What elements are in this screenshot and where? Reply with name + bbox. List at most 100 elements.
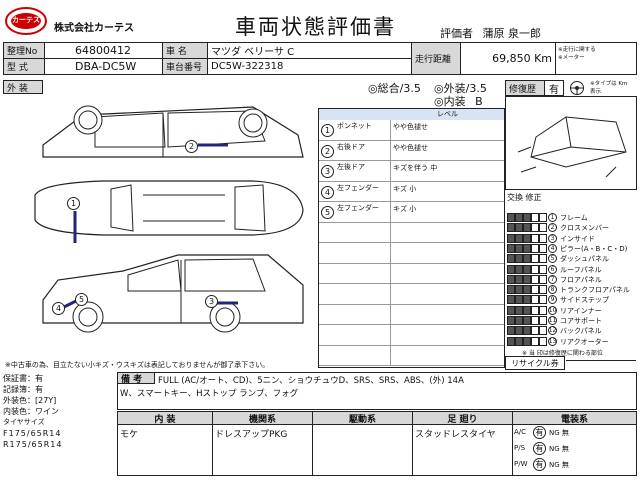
frame-check-box (523, 316, 531, 325)
damage-col-line (390, 304, 391, 325)
frame-check-box (507, 223, 515, 233)
record-line: 記録簿：有 (3, 385, 43, 394)
damage-row-line (319, 283, 504, 284)
steering-icon (569, 80, 585, 99)
damage-row-number: 2 (321, 144, 334, 158)
frame-check-box (515, 285, 523, 295)
frame-check-box (515, 254, 523, 264)
remarks-label: 備 考 (117, 372, 155, 384)
frame-check-box (507, 243, 515, 253)
frame-item-label: トランクフロアパネル (560, 286, 630, 295)
frame-item-label: リアインナー (560, 306, 602, 315)
score-total: ◎総合/3.5 (368, 82, 421, 95)
bottom-v-drive (312, 424, 413, 476)
frame-check-box (507, 316, 515, 325)
evaluator-name: 蒲原 泉一郎 (482, 27, 542, 40)
frame-item-marker: 3 (548, 233, 557, 243)
bottom-v-engine: ドレスアップPKG (212, 424, 313, 476)
company-name: 株式会社カーテス (54, 23, 134, 34)
frame-check-box (507, 285, 515, 295)
frame-check-box (507, 274, 515, 284)
type-note-c: ※タイプは Km (590, 81, 628, 87)
score-ext-label: ◎外装 (434, 82, 466, 95)
frame-check-box (507, 213, 515, 222)
electric-row-label: P/W (514, 460, 528, 468)
damage-row-line (319, 303, 504, 305)
remarks-box (117, 372, 637, 410)
repair-label: 修復歴 (505, 80, 545, 96)
frame-item-label: ダッシュパネル (560, 255, 609, 264)
repair-value: 有 (544, 80, 564, 96)
marker-1: 1 (67, 197, 80, 210)
tire-label: タイヤサイズ (3, 418, 45, 426)
frame-item-label: サイドステップ (560, 296, 609, 305)
damage-row-part: ボンネット (337, 122, 372, 130)
logo-text: カーテス (12, 16, 40, 24)
frame-item-label: フロアパネル (560, 275, 602, 284)
frame-item-marker: 11 (548, 316, 557, 325)
frame-item-marker: 10 (548, 305, 557, 315)
model-value: DBA-DC5W (44, 58, 163, 75)
frame-check-box (539, 233, 547, 243)
damage-row-number: 3 (321, 165, 334, 178)
frame-check-box (515, 336, 523, 346)
company-logo: カーテス (4, 6, 48, 36)
frame-check-box (531, 316, 539, 325)
meter-note-a: ※走行に関する (558, 47, 596, 53)
frame-check-box (523, 295, 531, 305)
damage-row-line (319, 365, 504, 366)
frame-item-marker: 12 (548, 326, 557, 336)
electric-row-ng: NG 無 (549, 461, 569, 469)
frame-check-box (507, 305, 515, 315)
exterior-label: 外 装 (3, 80, 43, 94)
vin-value: DC5W-322318 (207, 58, 412, 75)
damage-row-line (319, 221, 504, 223)
frame-check-box (515, 326, 523, 336)
frame-check-box (523, 233, 531, 243)
bottom-h-engine: 機関系 (212, 411, 313, 425)
frame-check-box (531, 274, 539, 284)
frame-item-marker: 8 (548, 285, 557, 295)
frame-check-box (531, 295, 539, 305)
frame-check-box (539, 213, 547, 222)
frame-item-label: ピラー(A・B・C・D) (560, 244, 628, 253)
bottom-h-drive: 駆動系 (312, 411, 413, 425)
frame-check-box (539, 274, 547, 284)
damage-row-line (319, 201, 504, 202)
electric-row-ok: 有 (533, 426, 546, 439)
frame-check-box (523, 243, 531, 253)
frame-check-box (539, 223, 547, 233)
frame-check-box (539, 305, 547, 315)
frame-check-box (523, 254, 531, 264)
frame-check-box (515, 233, 523, 243)
damage-row-line (319, 344, 504, 346)
damage-col-line (390, 161, 391, 182)
frame-check-box (507, 295, 515, 305)
frame-check-box (507, 254, 515, 264)
frame-check-box (507, 326, 515, 336)
damage-table-header: レベル (319, 109, 504, 120)
frame-item-label: クロスメンバー (560, 224, 609, 233)
recycle-label: リサイクル券 (505, 356, 565, 370)
frame-check-box (515, 213, 523, 222)
frame-diagram (505, 96, 637, 190)
damage-row-part: 左フェンダー (337, 204, 379, 212)
electric-row-ng: NG 無 (549, 429, 569, 437)
damage-col-line (390, 284, 391, 305)
drive-value (313, 425, 412, 429)
frame-item-marker: 9 (548, 295, 557, 305)
frame-check-box (539, 336, 547, 346)
damage-row-number: 4 (321, 185, 334, 199)
frame-footnote: ※ 当 印は修復歴に関わる部位 (522, 350, 603, 357)
diagram-note: ※中古車の為、目立たない小キズ・ウスキズは表記しておりませんが御了承下さい。 (5, 361, 270, 369)
bottom-h-suspension: 足 廻り (412, 411, 513, 425)
frame-check-box (539, 254, 547, 264)
frame-check-box (523, 336, 531, 346)
evaluator: 評価者 蒲原 泉一郎 (440, 25, 541, 41)
mileage-label: 走行距離 (411, 42, 461, 75)
frame-item-marker: 7 (548, 274, 557, 284)
frame-item-label: フレーム (560, 214, 588, 222)
marker-4: 4 (52, 302, 65, 315)
electric-row-ng: NG 無 (549, 445, 569, 453)
score-exterior: ◎外装/3.5 (434, 82, 487, 95)
